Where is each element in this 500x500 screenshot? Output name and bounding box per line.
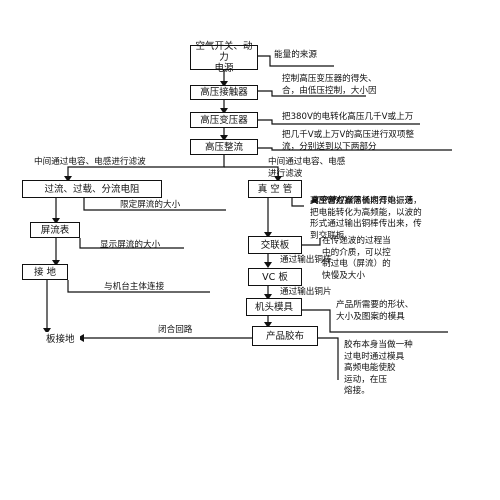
arrowhead: [220, 135, 228, 141]
full-wave-note: 把几千V或上万V的高压进行双项整 流，分别送到以下两部分: [282, 130, 415, 152]
arrow-rectifier-left: [67, 155, 225, 178]
arrow-rectifier-right: [224, 166, 279, 178]
ground-box: 接 地: [22, 264, 68, 280]
rectifier-box: 高压整流: [190, 139, 258, 155]
leader-energy: [258, 55, 334, 67]
leader-fullwave: [258, 147, 452, 151]
leader-machine: [67, 280, 210, 293]
screen-meter-box: 屏流表: [30, 222, 80, 238]
arrowhead: [264, 322, 272, 328]
tube-desc-note: 高压时在振荡桶内开始振荡， 把电能转化为高频能，以波的 形式通过输出铜棒传出来，…: [310, 196, 422, 241]
energy-source-note: 能量的来源: [274, 50, 317, 60]
leader-limit: [83, 197, 226, 211]
copper-sheet-note: 通过输出铜片: [280, 287, 332, 297]
machine-head-box: 机头模具: [246, 298, 302, 316]
machine-connect-note: 与机台主体连接: [104, 282, 165, 292]
arrowhead: [220, 81, 228, 87]
leader-tube: [291, 198, 304, 207]
show-screen-note: 显示屏流的大小: [100, 240, 161, 250]
vc-plate-box: VC 板: [248, 268, 302, 286]
middle-filter-right-note: 中间通过电容、电感 进行滤波: [268, 157, 346, 179]
copper-rod-note: 通过输出铜棒: [280, 255, 332, 265]
arrowhead: [43, 328, 51, 334]
limit-current-note: 限定屏流的大小: [120, 200, 181, 210]
step-up-note: 把380V的电转化高压几千V或上万: [282, 112, 414, 122]
cloth-desc-note: 胶布本身当做一种 过电时通过模具 高频电能使胶 运动，在压 熔接。: [344, 340, 413, 396]
arrowhead: [64, 176, 72, 182]
contactor-box: 高压接触器: [190, 85, 258, 100]
tube-desc-first-line: 需长期得电，通: [352, 195, 414, 206]
arrowhead: [264, 262, 272, 268]
tube-bold-label: 真空管灯丝: [310, 195, 353, 206]
control-desc-note: 在传递波的过程当 中的介质，可以控 制过电（屏流）的 快慢及大小: [322, 236, 391, 281]
arrowhead: [264, 232, 272, 238]
control-transformer-note: 控制高压变压器的得失、 合，由低压控制，大小因: [282, 74, 377, 96]
coupling-plate-box: 交联板: [248, 236, 302, 254]
arrowhead: [52, 218, 60, 224]
power-source-box: 空气开关、动力 电源: [190, 41, 258, 74]
vacuum-tube-box: 真 空 管: [248, 180, 302, 198]
leader-control-desc: [302, 238, 321, 246]
arrowhead: [52, 260, 60, 266]
leader-show: [79, 238, 184, 249]
arrowhead: [274, 176, 282, 182]
overcurrent-box: 过流、过载、分流电阻: [22, 180, 162, 198]
arrowhead: [77, 334, 84, 342]
tube-note-first-line: 真空管灯丝需长期得电，通: [310, 184, 413, 207]
middle-filter-left-note: 中间通过电容、电感进行滤波: [34, 157, 146, 167]
leader-control: [258, 90, 366, 97]
arrowhead: [264, 294, 272, 300]
arrowhead: [220, 108, 228, 114]
product-cloth-box: 产品胶布: [252, 326, 318, 346]
leader-mold: [290, 309, 448, 333]
mold-desc-note: 产品所需要的形状、 大小及图案的模具: [336, 300, 414, 322]
ground-plate-label: 板接地: [44, 332, 80, 346]
closed-loop-note: 闭合回路: [158, 325, 193, 335]
leader-cloth: [318, 337, 339, 380]
transformer-box: 高压变压器: [190, 112, 258, 128]
leader-stepup: [258, 119, 420, 125]
